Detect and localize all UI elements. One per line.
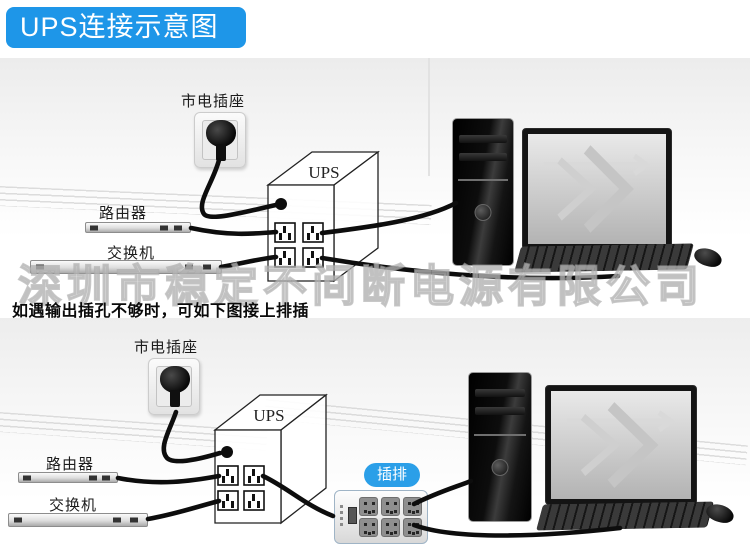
instruction-note: 如遇输出插孔不够时，可如下图接上排插 bbox=[12, 303, 310, 320]
port-led bbox=[113, 517, 121, 523]
switch-label: 交换机 bbox=[107, 245, 156, 262]
strip-outlet bbox=[381, 497, 400, 516]
monitor-screen bbox=[551, 391, 691, 499]
switch-device bbox=[30, 260, 222, 274]
port-led bbox=[174, 225, 182, 230]
port-led bbox=[23, 475, 31, 480]
chevron bbox=[580, 413, 621, 477]
outlet-holes bbox=[408, 502, 411, 505]
chevron bbox=[607, 402, 659, 488]
mains-outlet-label: 市电插座 bbox=[181, 93, 246, 110]
wall-socket bbox=[148, 358, 200, 415]
screen-arrow-graphic bbox=[543, 145, 651, 233]
arrow-head bbox=[657, 410, 676, 433]
strip-switch bbox=[348, 507, 357, 524]
switch-label: 交换机 bbox=[49, 497, 98, 514]
strip-outlet bbox=[381, 518, 400, 537]
drive-bay bbox=[475, 407, 525, 416]
strip-outlet bbox=[359, 518, 378, 537]
strip-indicator-dots bbox=[340, 505, 343, 508]
outlet-holes bbox=[408, 523, 411, 526]
monitor bbox=[545, 385, 697, 505]
power-plug bbox=[206, 120, 236, 147]
port-led bbox=[90, 225, 98, 230]
keyboard bbox=[536, 501, 714, 531]
power-plug-neck bbox=[170, 390, 180, 407]
strip-outlet bbox=[403, 518, 422, 537]
screen-arrow-graphic bbox=[567, 402, 676, 488]
strip-outlet bbox=[359, 497, 378, 516]
tower-trim bbox=[474, 433, 526, 436]
outlet-holes bbox=[364, 502, 367, 505]
router-label: 路由器 bbox=[99, 205, 148, 222]
power-button bbox=[491, 458, 509, 476]
tower-trim bbox=[458, 178, 508, 181]
router-device bbox=[85, 222, 191, 233]
drive-bay bbox=[475, 389, 525, 398]
switch-device bbox=[8, 513, 148, 527]
outlet-holes bbox=[386, 502, 389, 505]
title-badge: UPS连接示意图 bbox=[6, 7, 246, 48]
wall-socket bbox=[194, 112, 246, 168]
chevron bbox=[583, 145, 634, 233]
computer-tower bbox=[468, 372, 532, 522]
monitor-screen bbox=[528, 134, 666, 244]
drive-bay bbox=[459, 135, 507, 144]
mains-outlet-label: 市电插座 bbox=[134, 339, 199, 356]
port-led bbox=[89, 475, 97, 480]
strip-outlet bbox=[403, 497, 422, 516]
port-led bbox=[14, 517, 22, 523]
power-plug bbox=[160, 366, 190, 393]
port-led bbox=[130, 517, 138, 523]
outlet-holes bbox=[364, 523, 367, 526]
power-strip-badge: 插排 bbox=[364, 463, 420, 487]
port-led bbox=[185, 264, 193, 270]
monitor bbox=[522, 128, 672, 250]
port-led bbox=[102, 475, 110, 480]
outlet-holes bbox=[386, 523, 389, 526]
power-button bbox=[474, 203, 492, 221]
chevron bbox=[557, 157, 597, 221]
drive-bay bbox=[459, 152, 507, 161]
port-led bbox=[203, 264, 211, 270]
computer-tower bbox=[452, 118, 514, 266]
power-plug-neck bbox=[216, 144, 226, 161]
router-label: 路由器 bbox=[46, 456, 95, 473]
port-led bbox=[36, 264, 44, 270]
power-strip bbox=[334, 490, 428, 544]
port-led bbox=[160, 225, 168, 230]
wall-corner bbox=[428, 58, 430, 176]
arrow-head bbox=[633, 153, 651, 176]
